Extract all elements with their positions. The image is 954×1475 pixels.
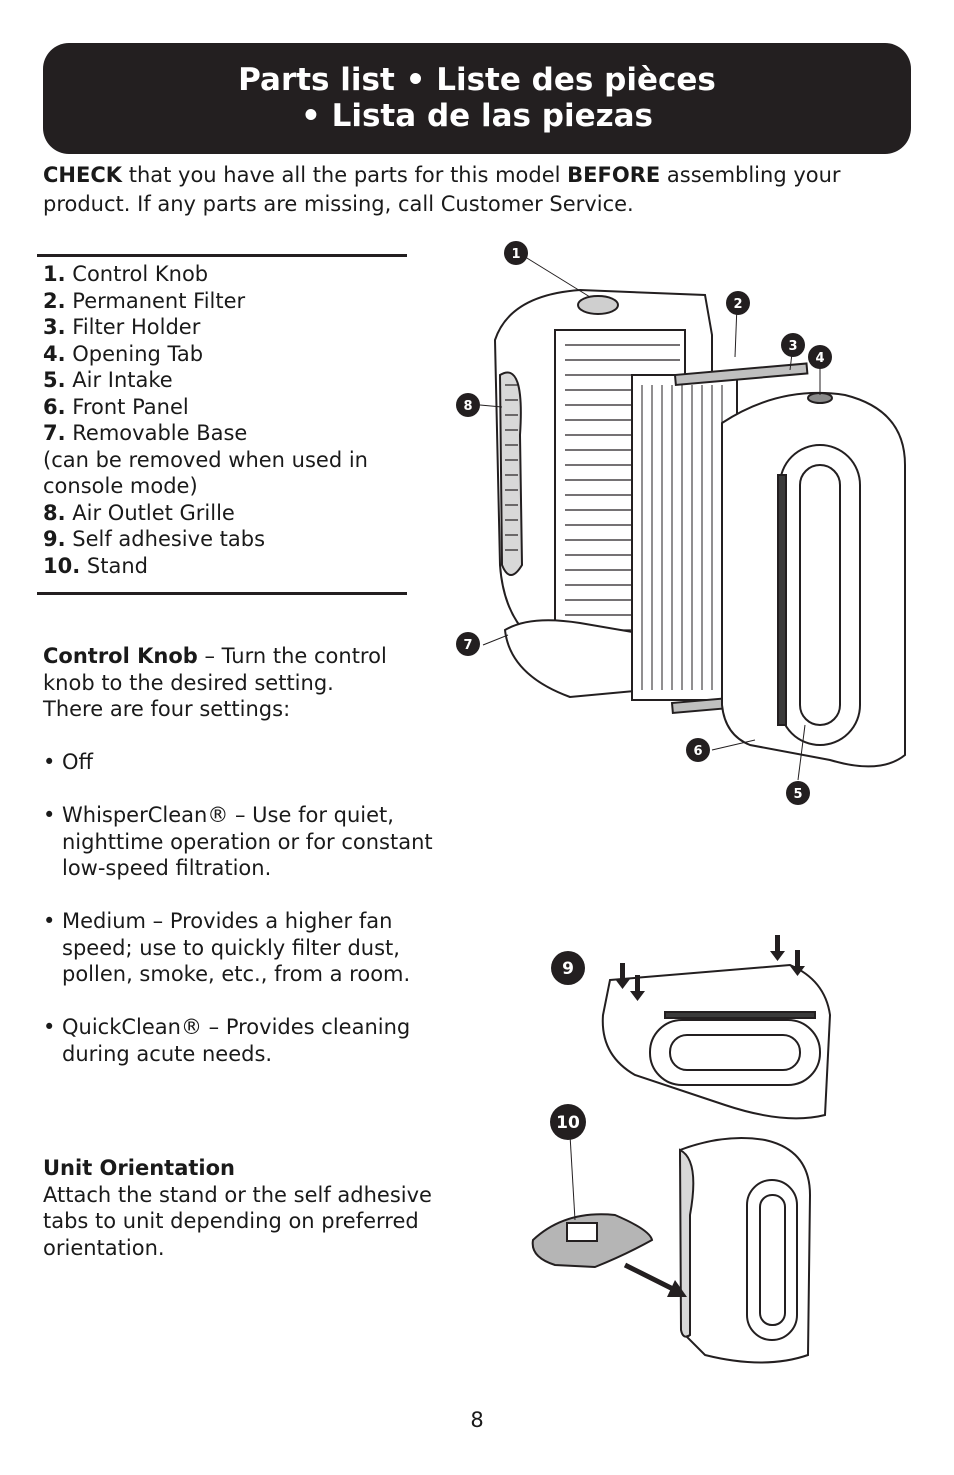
control-knob-section: Control Knob – Turn the control knob to …: [43, 643, 443, 1067]
part-number: 9.: [43, 527, 66, 551]
parts-list-item: 4. Opening Tab: [43, 341, 413, 368]
parts-list-item: 1. Control Knob: [43, 261, 413, 288]
callout-3-badge: 3: [781, 333, 805, 357]
callout-7: 7: [463, 638, 472, 653]
callout-6: 6: [693, 744, 702, 759]
parts-list-item: 5. Air Intake: [43, 367, 413, 394]
parts-list-item: 9. Self adhesive tabs: [43, 526, 413, 553]
title-line-2: • Lista de las piezas: [300, 98, 654, 134]
part-number: 4.: [43, 341, 66, 366]
parts-list-item: 7. Removable Base: [43, 420, 413, 447]
callout-7-badge: 7: [456, 632, 480, 656]
part-number: 8.: [43, 500, 66, 525]
part-label: Air Intake: [72, 368, 173, 392]
control-knob-text: – Turn the control knob to the desired s…: [43, 644, 387, 695]
callout-10: 10: [556, 1113, 580, 1133]
part-note: (can be removed when used in console mod…: [43, 447, 368, 499]
callout-5-badge: 5: [786, 781, 810, 805]
part-number: 2.: [43, 288, 66, 313]
setting-item: •WhisperClean® – Use for quiet, nighttim…: [43, 802, 443, 882]
parts-top-rule: [37, 254, 407, 257]
part-label: Opening Tab: [72, 341, 204, 366]
bullet-dot: •: [43, 909, 56, 933]
orientation-text: Attach the stand or the self adhesive ta…: [43, 1182, 432, 1260]
callout-6-badge: 6: [686, 738, 710, 762]
intro-check: CHECK: [43, 163, 123, 187]
part-label: Permanent Filter: [72, 288, 246, 313]
callout-1: 1: [511, 247, 520, 262]
part-label: Stand: [86, 553, 148, 578]
setting-item: •Off: [43, 749, 443, 776]
part-number: 3.: [43, 315, 66, 339]
parts-list-item: 6. Front Panel: [43, 394, 413, 421]
parts-bottom-rule: [37, 592, 407, 595]
callout-5: 5: [793, 787, 802, 802]
bullet-dot: •: [43, 750, 56, 774]
orientation-heading-text: Unit Orientation: [43, 1156, 235, 1180]
setting-text: WhisperClean® – Use for quiet, nighttime…: [62, 803, 433, 880]
part-number: 10.: [43, 553, 81, 578]
control-knob-heading: Control Knob: [43, 644, 198, 668]
intro-text-1: that you have all the parts for this mod…: [122, 163, 568, 187]
parts-list-item: 2. Permanent Filter: [43, 288, 413, 315]
intro-before: BEFORE: [567, 163, 661, 187]
callout-4: 4: [815, 351, 824, 366]
control-knob-intro: Control Knob – Turn the control knob to …: [43, 643, 443, 696]
part-number: 6.: [43, 394, 66, 419]
part-label: Self adhesive tabs: [72, 527, 266, 551]
parts-list: 1. Control Knob 2. Permanent Filter 3. F…: [43, 261, 413, 579]
control-knob-line2: There are four settings:: [43, 697, 291, 721]
callout-3: 3: [788, 339, 797, 354]
callout-2: 2: [733, 297, 742, 312]
setting-item: •QuickClean® – Provides cleaning during …: [43, 1014, 443, 1067]
callout-8: 8: [463, 399, 472, 414]
callout-1-badge: 1: [504, 241, 528, 265]
bullet-dot: •: [43, 803, 56, 827]
callout-9-badge: 9: [551, 951, 585, 985]
bullet-dot: •: [43, 1015, 56, 1039]
setting-item: •Medium – Provides a higher fan speed; u…: [43, 908, 443, 988]
setting-text: QuickClean® – Provides cleaning during a…: [62, 1015, 411, 1066]
part-label: Air Outlet Grille: [72, 500, 235, 525]
intro-paragraph: CHECK that you have all the parts for th…: [43, 161, 903, 219]
part-label: Filter Holder: [72, 315, 201, 339]
orientation-heading: Unit Orientation: [43, 1155, 443, 1182]
page-number: 8: [470, 1408, 484, 1432]
parts-list-item: 10. Stand: [43, 553, 413, 580]
callout-10-badge: 10: [550, 1104, 586, 1140]
orientation-section: Unit Orientation Attach the stand or the…: [43, 1155, 443, 1261]
setting-text: Off: [62, 750, 93, 774]
intro-text-2: assembling your product. If any parts ar…: [43, 163, 841, 216]
callout-2-badge: 2: [726, 291, 750, 315]
part-label: Control Knob: [72, 262, 209, 286]
part-number: 7.: [43, 421, 66, 445]
exploded-parts-illustration: 1 2 3 4 5 6 7 8: [456, 241, 906, 805]
parts-list-note: (can be removed when used in console mod…: [43, 447, 413, 500]
orientation-illustration: 9 10: [531, 935, 832, 1364]
part-label: Front Panel: [72, 394, 189, 419]
part-number: 1.: [43, 262, 66, 286]
title-banner: Parts list • Liste des pièces • Lista de…: [43, 43, 911, 154]
callout-4-badge: 4: [808, 345, 832, 369]
title-line-1: Parts list • Liste des pièces: [238, 62, 716, 98]
parts-list-item: 8. Air Outlet Grille: [43, 500, 413, 527]
callout-9: 9: [562, 959, 574, 979]
parts-list-item: 3. Filter Holder: [43, 314, 413, 341]
setting-text: Medium – Provides a higher fan speed; us…: [62, 909, 411, 986]
callout-8-badge: 8: [456, 393, 480, 417]
part-number: 5.: [43, 368, 66, 392]
part-label: Removable Base: [72, 421, 248, 445]
